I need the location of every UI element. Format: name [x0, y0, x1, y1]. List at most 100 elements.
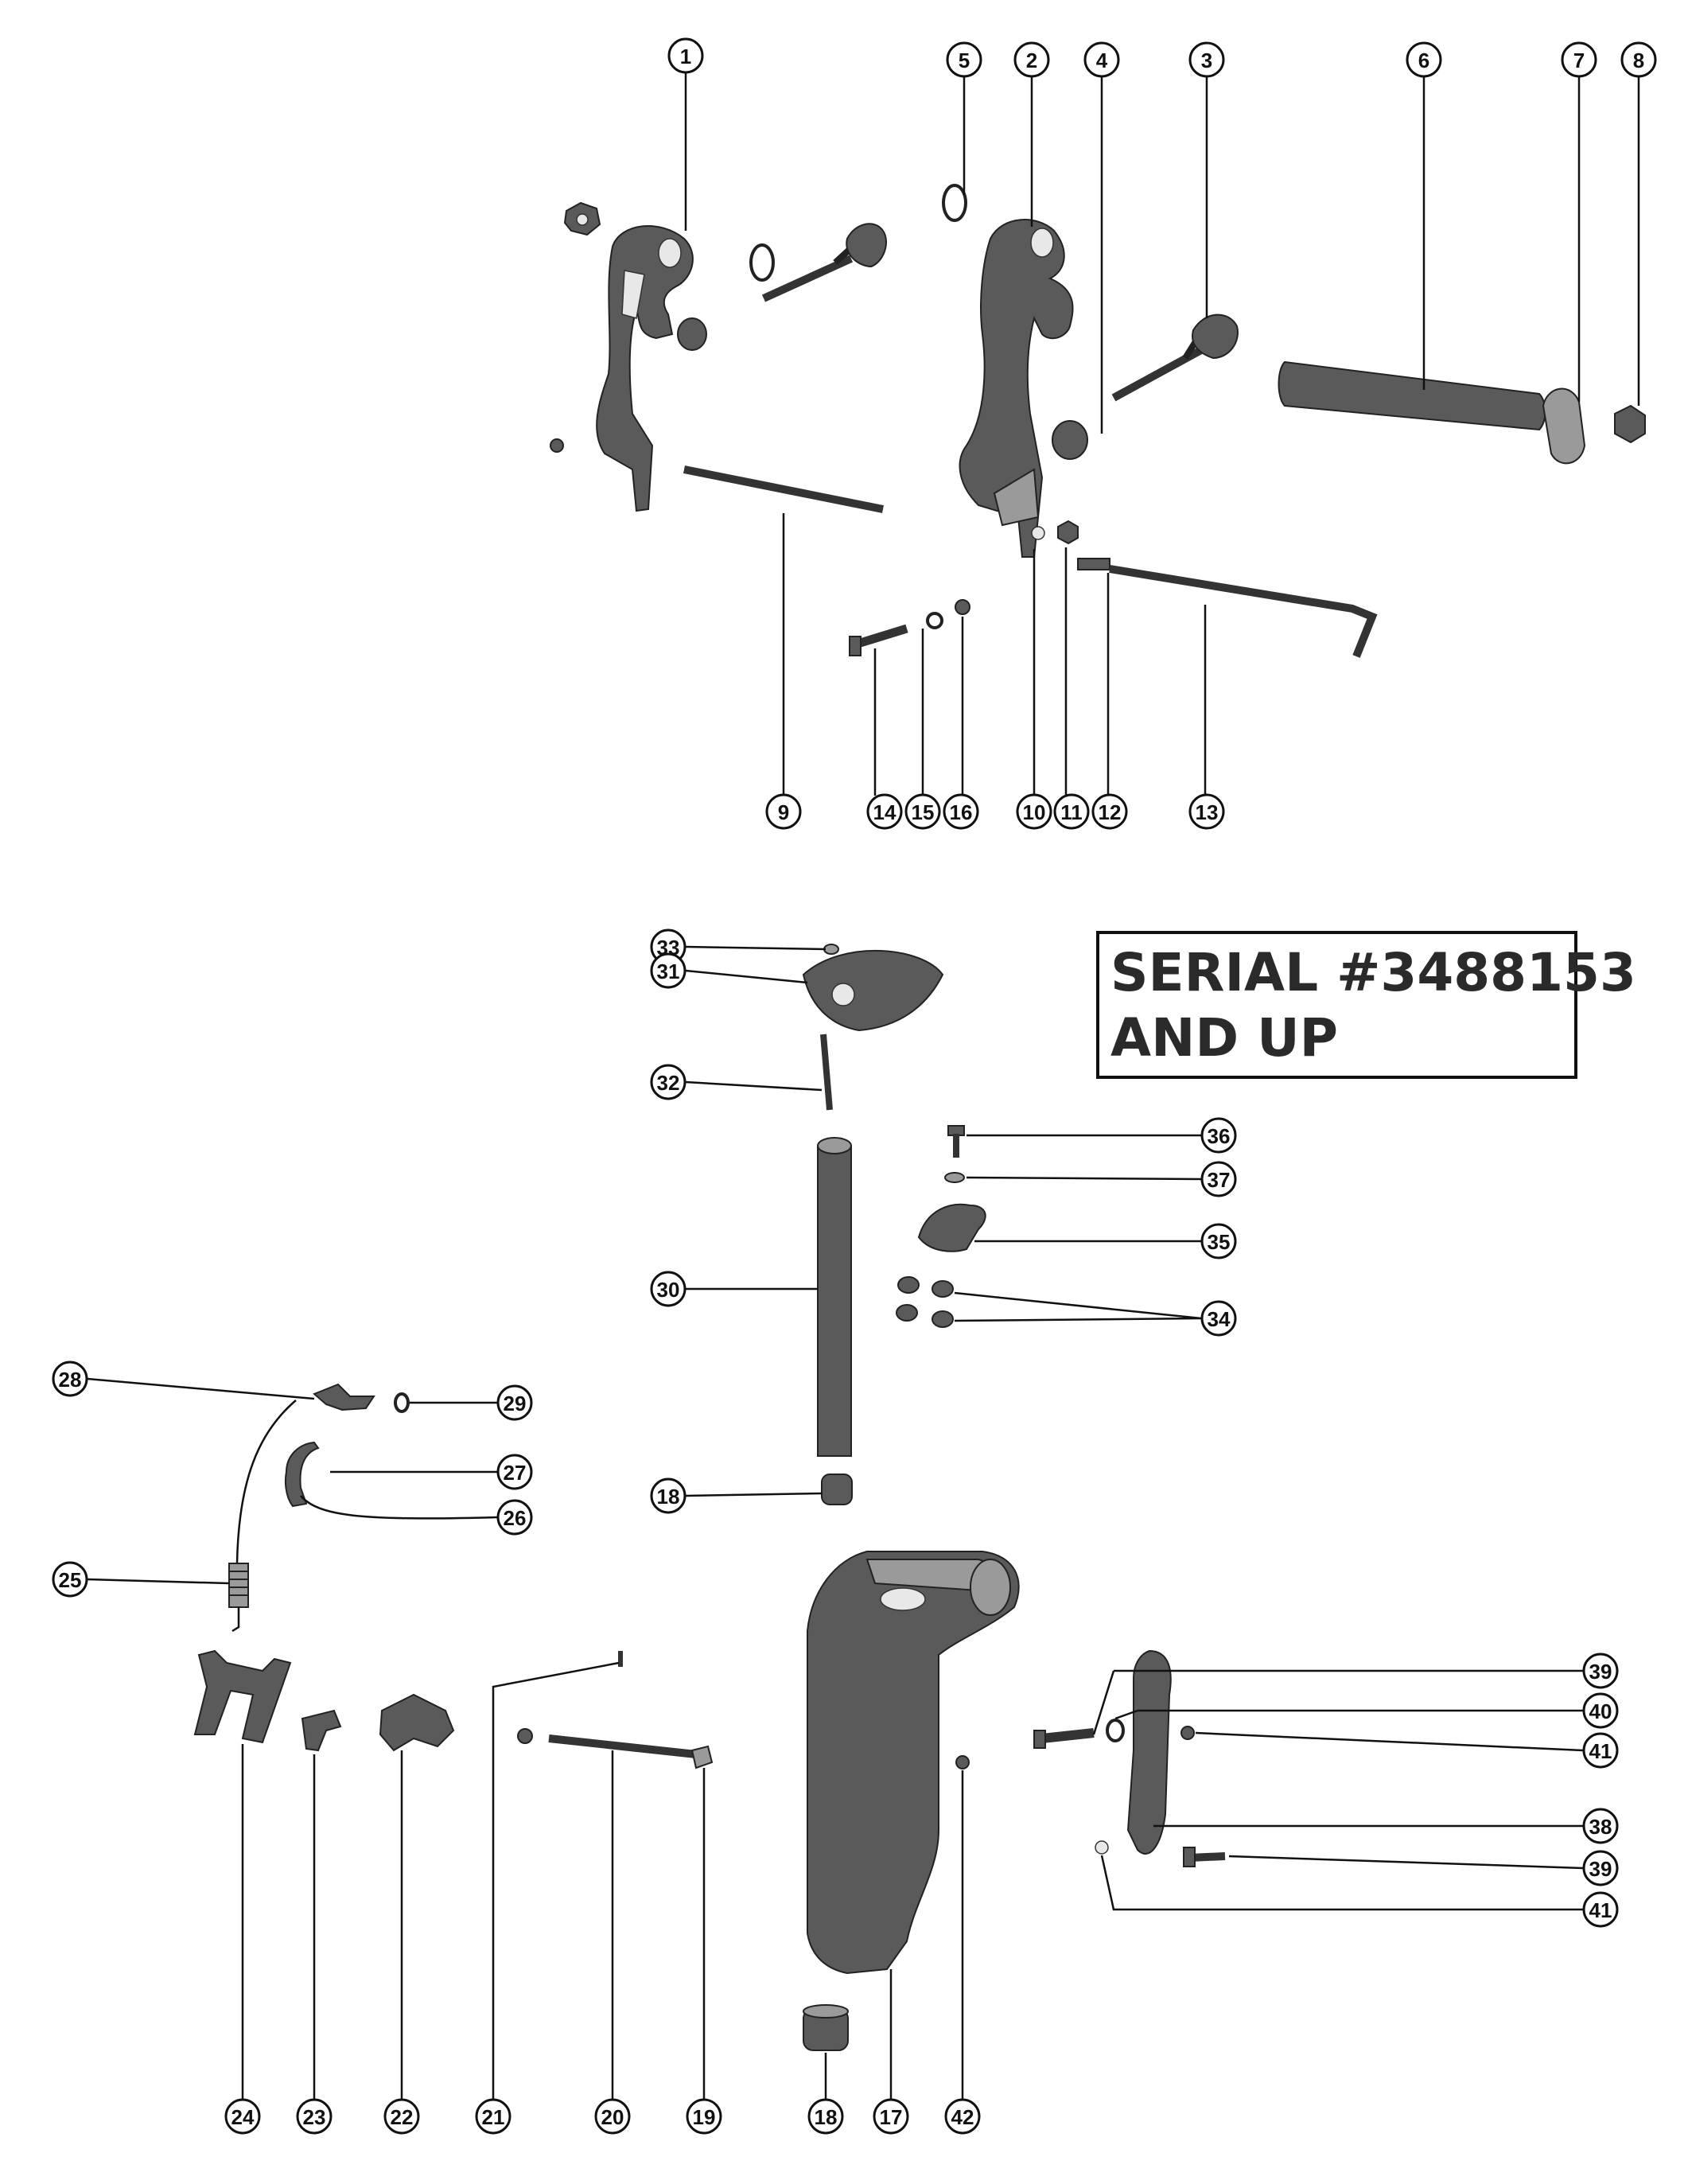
callout-1: 1 — [667, 37, 704, 74]
callout-22: 22 — [383, 2098, 420, 2135]
svg-text:39: 39 — [1589, 1660, 1612, 1684]
bolt-39-top — [1033, 1728, 1095, 1749]
callout-23: 23 — [296, 2098, 333, 2135]
pin-32 — [820, 1034, 833, 1111]
svg-text:15: 15 — [912, 800, 935, 824]
callout-36: 36 — [1200, 1117, 1237, 1154]
hex-nut-small — [1057, 520, 1079, 545]
tube-nut — [1614, 404, 1646, 444]
bolt-14 — [849, 624, 908, 656]
swivel-pin-30 — [817, 1137, 852, 1457]
nut-41-bottom — [1095, 1840, 1109, 1855]
callout-17: 17 — [873, 2098, 909, 2135]
svg-text:1: 1 — [680, 45, 691, 68]
callout-10: 10 — [1016, 793, 1052, 830]
svg-text:18: 18 — [657, 1485, 680, 1509]
callout-20: 20 — [594, 2098, 631, 2135]
svg-text:37: 37 — [1208, 1168, 1231, 1192]
nut-41-top — [1180, 1726, 1195, 1740]
callout-40: 40 — [1582, 1692, 1619, 1729]
callout-11: 11 — [1053, 793, 1090, 830]
callout-27: 27 — [496, 1454, 533, 1490]
callout-41-top: 41 — [1582, 1732, 1619, 1769]
swivel-bracket-17 — [807, 1551, 1020, 1975]
callout-13: 13 — [1188, 793, 1225, 830]
svg-text:19: 19 — [693, 2105, 716, 2129]
washer-37 — [944, 1172, 965, 1183]
svg-text:27: 27 — [504, 1461, 527, 1485]
washer-40 — [1106, 1719, 1125, 1742]
tilt-lever-38 — [1126, 1649, 1172, 1855]
bushing-small — [1077, 558, 1110, 570]
swivel-tube — [1278, 360, 1546, 431]
callout-14: 14 — [866, 793, 903, 830]
svg-text:13: 13 — [1196, 800, 1219, 824]
bolt-39-bottom — [1183, 1847, 1226, 1867]
serial-line-1: SERIAL #3488153 — [1110, 942, 1636, 1003]
washer-right — [1052, 420, 1088, 460]
svg-text:10: 10 — [1023, 800, 1046, 824]
callout-12: 12 — [1091, 793, 1128, 830]
callout-42: 42 — [944, 2098, 981, 2135]
clamp-screw-right — [1111, 313, 1239, 402]
svg-text:41: 41 — [1589, 1898, 1612, 1922]
callout-32: 32 — [650, 1064, 686, 1100]
svg-text:9: 9 — [778, 800, 789, 824]
svg-text:30: 30 — [657, 1278, 680, 1302]
callout-24: 24 — [224, 2098, 261, 2135]
o-ring-left — [749, 243, 775, 282]
svg-text:34: 34 — [1208, 1307, 1231, 1331]
serial-line-2: AND UP — [1110, 1007, 1339, 1069]
nut-16 — [955, 599, 970, 615]
spring-clip-26 — [285, 1441, 320, 1508]
svg-text:22: 22 — [391, 2105, 414, 2129]
callout-8: 8 — [1620, 41, 1657, 78]
svg-text:38: 38 — [1589, 1815, 1612, 1839]
washer-left — [677, 317, 707, 351]
svg-text:31: 31 — [657, 960, 680, 983]
washer-29 — [394, 1392, 410, 1413]
svg-text:29: 29 — [504, 1392, 527, 1415]
svg-text:8: 8 — [1633, 49, 1644, 72]
svg-text:26: 26 — [504, 1506, 527, 1530]
callout-2: 2 — [1013, 41, 1050, 78]
bushings-34 — [896, 1276, 954, 1328]
callout-9: 9 — [765, 793, 802, 830]
bushing-18-bottom — [803, 2004, 849, 2051]
callout-29: 29 — [496, 1384, 533, 1421]
callout-3: 3 — [1188, 41, 1225, 78]
svg-text:40: 40 — [1589, 1699, 1612, 1723]
svg-text:24: 24 — [231, 2105, 255, 2129]
tilt-spring-25 — [228, 1400, 297, 1633]
svg-text:14: 14 — [873, 800, 897, 824]
rod-20 — [517, 1728, 697, 1758]
friction-plate-31 — [802, 949, 944, 1032]
callout-16: 16 — [943, 793, 979, 830]
svg-text:39: 39 — [1589, 1857, 1612, 1881]
svg-text:32: 32 — [657, 1071, 680, 1095]
callout-26: 26 — [496, 1499, 533, 1536]
callout-31: 31 — [650, 952, 686, 989]
svg-text:17: 17 — [880, 2105, 903, 2129]
bushing-18-top — [821, 1474, 853, 1505]
svg-text:41: 41 — [1589, 1739, 1612, 1763]
svg-text:5: 5 — [959, 49, 970, 72]
svg-text:12: 12 — [1099, 800, 1122, 824]
clamp-screw-left — [761, 223, 887, 302]
washer-15 — [926, 612, 943, 629]
svg-text:18: 18 — [815, 2105, 838, 2129]
svg-text:28: 28 — [59, 1368, 82, 1392]
nut-42 — [955, 1755, 970, 1769]
svg-text:2: 2 — [1026, 49, 1037, 72]
callout-4: 4 — [1083, 41, 1120, 78]
svg-text:11: 11 — [1060, 800, 1083, 824]
callout-39-top: 39 — [1582, 1653, 1619, 1689]
svg-text:7: 7 — [1573, 49, 1585, 72]
callout-34: 34 — [1200, 1300, 1237, 1337]
stud-rod — [683, 465, 884, 513]
svg-text:21: 21 — [482, 2105, 505, 2129]
callout-25: 25 — [52, 1561, 88, 1598]
callout-19: 19 — [686, 2098, 722, 2135]
